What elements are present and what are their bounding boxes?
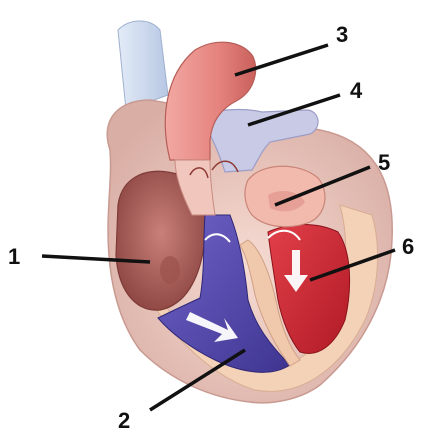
label-3: 3 [336, 22, 348, 47]
label-4: 4 [350, 78, 363, 103]
label-5: 5 [378, 150, 390, 175]
label-6: 6 [402, 234, 414, 259]
label-1: 1 [8, 244, 20, 269]
atrial-inner-fold [160, 256, 180, 284]
superior-vena-cava [118, 21, 168, 110]
label-2: 2 [118, 408, 130, 432]
